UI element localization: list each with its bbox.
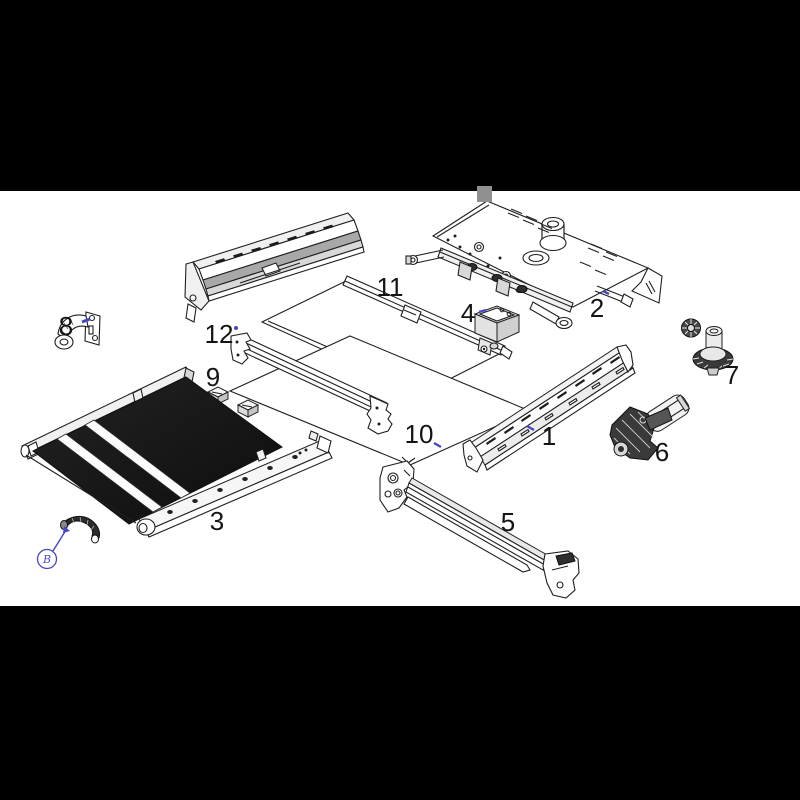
blue-mark-10 — [433, 441, 442, 449]
part-label-11: 11 — [377, 272, 404, 302]
part-label-9: 9 — [206, 362, 220, 392]
front-rail-holes — [167, 448, 308, 514]
blue-mark-4 — [478, 308, 487, 314]
blue-mark-8 — [81, 317, 91, 324]
part-label-7: 7 — [725, 360, 739, 390]
tray-tread — [32, 376, 283, 525]
letterbox-bottom — [0, 606, 800, 800]
plate-slot-marks — [507, 208, 618, 276]
blue-mark-2 — [602, 289, 610, 296]
rail-slot-outlines — [497, 366, 625, 452]
rail-slot-dashes — [486, 356, 620, 445]
callout-circle — [36, 548, 58, 570]
roller-bar — [379, 460, 580, 599]
bar-left-cap — [379, 460, 415, 513]
plate-left-arm — [405, 249, 445, 266]
callout-leader — [52, 529, 67, 552]
tread-stripe — [84, 419, 191, 499]
plate-top-tab — [477, 186, 492, 202]
hook-callout: B — [36, 515, 101, 570]
callout-letter-b: B — [42, 553, 51, 566]
front-rail — [230, 326, 393, 435]
slide-rail — [462, 344, 636, 473]
letterbox-top — [0, 0, 800, 191]
part-label-5: 5 — [501, 507, 515, 537]
part-label-12: 12 — [205, 319, 234, 349]
part-label-6: 6 — [655, 437, 669, 467]
step-tray — [20, 366, 333, 538]
plate-right-rod — [594, 285, 634, 308]
pivot-bracket — [54, 311, 101, 350]
drive-motor — [609, 394, 691, 461]
gearbox-housing — [473, 305, 521, 356]
part-labels: 1 2 3 4 5 6 7 8 9 10 11 12 — [59, 272, 739, 537]
plate-cylinder — [539, 216, 567, 252]
mounting-plate-assembly — [405, 186, 663, 330]
bevel-gears — [681, 318, 734, 376]
part-label-4: 4 — [461, 298, 475, 328]
part-label-1: 1 — [542, 421, 556, 451]
upper-rail — [184, 212, 365, 323]
part-label-2: 2 — [590, 293, 604, 323]
plate-lower-arm — [529, 301, 573, 330]
blue-mark-1 — [526, 424, 535, 432]
part-label-3: 3 — [210, 506, 224, 536]
rail-slots — [215, 224, 334, 264]
part-label-10: 10 — [405, 419, 434, 449]
j-hook — [62, 515, 101, 541]
callout-arrowhead — [63, 526, 70, 533]
part-label-8: 8 — [59, 311, 73, 341]
tread-stripe — [56, 433, 163, 513]
blue-mark-12 — [234, 326, 238, 330]
